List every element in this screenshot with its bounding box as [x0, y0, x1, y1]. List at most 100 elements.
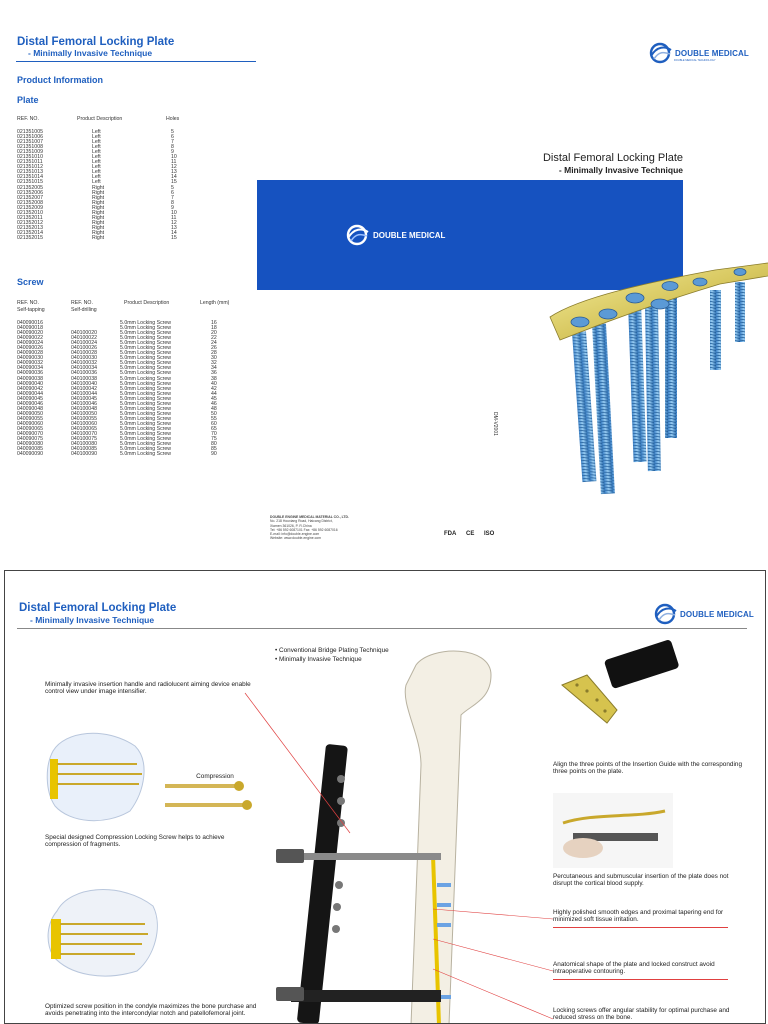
screw-self-drilling-cell: 040100075: [71, 436, 97, 443]
screw-length-cell: 55: [211, 415, 217, 422]
compression-screws-illustration: [165, 781, 252, 810]
screw-self-drilling-cell: 040100042: [71, 385, 97, 392]
plate-ref-cell: 021351015: [17, 179, 43, 186]
screw-self-drilling-cell: 040100065: [71, 425, 97, 432]
plate-description-cell: Left: [92, 129, 101, 135]
screw-description-cell: 5.0mm Locking Screw: [120, 380, 172, 387]
screw-self-drilling-cell: 040100090: [71, 451, 97, 458]
screw-self-tapping-cell: 040090065: [17, 425, 43, 432]
screw-length-cell: 50: [211, 410, 217, 417]
plate-description-cell: Right: [92, 189, 105, 196]
brand-name: DOUBLE MEDICAL: [680, 609, 754, 619]
screw-length-cell: 34: [211, 365, 217, 372]
plate-description-cell: Left: [92, 174, 101, 181]
plate-ref-cell: 021352011: [17, 214, 43, 221]
plate-description-cell: Right: [92, 199, 105, 206]
screw-self-drilling-cell: 040100055: [71, 415, 97, 422]
plate-holes-cell: 15: [171, 179, 177, 186]
plate-ref-cell: 021352005: [17, 184, 43, 191]
plate-holes-cell: 14: [171, 174, 177, 181]
screw-length-cell: 48: [211, 405, 217, 412]
screw-description-cell: 5.0mm Locking Screw: [120, 436, 172, 443]
plate-description-cell: Left: [92, 144, 101, 151]
screw-self-drilling-cell: 040100036: [71, 370, 97, 377]
section-plate: Plate: [17, 95, 39, 105]
screw-self-tapping-cell: 040090075: [17, 436, 43, 443]
screw-description-cell: 5.0mm Locking Screw: [120, 355, 172, 362]
plate-ref-cell: 021352015: [17, 234, 43, 241]
plate-holes-cell: 8: [171, 199, 174, 206]
plate-description-cell: Left: [92, 139, 101, 146]
plate-holes-cell: 7: [171, 139, 174, 146]
technique-subtitle: - Minimally Invasive Technique: [30, 615, 155, 625]
plate-ref-cell: 021351007: [17, 139, 43, 146]
screw-length-cell: 28: [211, 350, 217, 357]
screw-length-cell: 60: [211, 420, 217, 427]
screw-self-tapping-cell: 040090026: [17, 345, 43, 352]
double-medical-logo-icon: [649, 42, 672, 64]
screw-length-cell: 90: [211, 451, 217, 458]
screw-description-cell: 5.0mm Locking Screw: [120, 320, 172, 326]
condyle-screws-illustration: [47, 889, 158, 977]
plate-ref-cell: 021352007: [17, 194, 43, 201]
double-medical-logo-icon: [654, 603, 677, 625]
caption-pointer-lines: [432, 908, 554, 1020]
screw-description-cell: 5.0mm Locking Screw: [120, 446, 172, 453]
screw-self-tapping-cell: 040090080: [17, 441, 43, 448]
caption-compression-screw: Special designed Compression Locking Scr…: [45, 834, 225, 849]
screw-self-drilling-cell: 040100044: [71, 390, 97, 397]
screw-self-tapping-cell: 040090022: [17, 335, 43, 342]
company-name: DOUBLE ENGINE MEDICAL MATERIAL CO., LTD.: [270, 515, 349, 519]
caption-anatomical-shape: Anatomical shape of the plate and locked…: [553, 961, 715, 976]
plate-with-screws-image: [549, 262, 768, 495]
screw-self-drilling-cell: 040100024: [71, 340, 97, 347]
screw-header-self-tapping: REF. NO. Self-tapping: [17, 300, 45, 313]
plate-holes-cell: 11: [171, 214, 177, 221]
screw-description-cell: 5.0mm Locking Screw: [120, 410, 172, 417]
plate-holes-cell: 15: [171, 234, 177, 241]
catalog-subtitle: - Minimally Invasive Technique: [28, 48, 153, 58]
screw-length-cell: 26: [211, 345, 217, 352]
screw-self-tapping-cell: 040090046: [17, 400, 43, 407]
screw-self-tapping-cell: 040090070: [17, 431, 43, 438]
screw-length-cell: 85: [211, 446, 217, 453]
plate-ref-cell: 021351010: [17, 154, 43, 161]
fda-mark: FDA: [444, 531, 457, 537]
screw-description-cell: 5.0mm Locking Screw: [120, 340, 172, 347]
technique-page: Distal Femoral Locking Plate - Minimally…: [4, 570, 766, 1024]
plate-description-cell: Right: [92, 209, 105, 216]
plate-ref-cell: 021351009: [17, 149, 43, 156]
plate-holes-cell: 9: [171, 149, 174, 156]
brand-name-band: DOUBLE MEDICAL: [373, 230, 446, 240]
plate-ref-cell: 021352008: [17, 199, 43, 206]
plate-ref-cell: 021351008: [17, 144, 43, 151]
plate-description-cell: Right: [92, 219, 105, 226]
screw-self-tapping-cell: 040090036: [17, 370, 43, 377]
screw-self-tapping-cell: 040090085: [17, 446, 43, 453]
screw-self-drilling-cell: 040100028: [71, 350, 97, 357]
plate-description-cell: Right: [92, 224, 105, 231]
screw-length-cell: 42: [211, 385, 217, 392]
plate-description-cell: Right: [92, 204, 105, 211]
screw-self-tapping-cell: 040090028: [17, 350, 43, 357]
screw-length-cell: 38: [211, 375, 217, 382]
screw-length-cell: 36: [211, 370, 217, 377]
plate-ref-cell: 021352010: [17, 209, 43, 216]
plate-ref-cell: 021352009: [17, 204, 43, 211]
plate-holes-cell: 14: [171, 229, 177, 236]
screw-header-length: Length (mm): [200, 300, 230, 306]
plate-holes-cell: 13: [171, 169, 177, 176]
screw-length-cell: 32: [211, 360, 217, 367]
plate-header-description: Product Description: [77, 116, 123, 122]
screw-self-drilling-cell: 040100020: [71, 330, 97, 337]
plate-holes-cell: 6: [171, 134, 174, 141]
percutaneous-insertion-illustration: [553, 793, 673, 868]
screw-length-cell: 44: [211, 390, 217, 397]
plate-header-ref: REF. NO.: [17, 116, 39, 122]
screw-length-cell: 24: [211, 340, 217, 347]
screw-self-tapping-cell: 040090016: [17, 320, 43, 326]
